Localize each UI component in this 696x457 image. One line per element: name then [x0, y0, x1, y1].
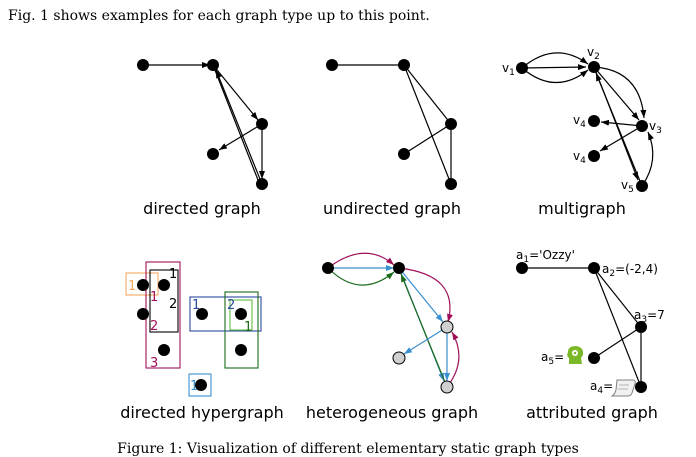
head-gear-icon	[567, 346, 584, 364]
node-label-v1: v1	[502, 61, 515, 78]
undirected-graph-label: undirected graph	[323, 199, 461, 218]
hyperedge-label-1-blue: 1	[192, 298, 200, 313]
hyperedge-label-3-red: 3	[150, 356, 158, 371]
undirected-graph-panel: undirected graph	[323, 59, 461, 218]
attribute-label-a3: a3=7	[634, 308, 665, 325]
node-label-v4b: v4	[573, 149, 586, 166]
figure-caption: Figure 1: Visualization of different ele…	[117, 441, 579, 457]
node-label-v4a: v4	[573, 113, 586, 130]
hyperedge-label-2-blue: 2	[227, 298, 235, 313]
scroll-icon	[610, 379, 636, 397]
attribute-label-a1: a1='Ozzy'	[516, 248, 575, 265]
hyperedge-label-2-red: 2	[150, 319, 158, 334]
directed-hypergraph-panel: 1 1 2 3 1 2 1 2 1 1 directed hypergraph	[120, 261, 284, 422]
hyperedge-label-1-black: 1	[169, 267, 177, 282]
hyperedge-label-1-red: 1	[150, 290, 158, 305]
multigraph-label: multigraph	[538, 199, 626, 218]
hyperedge-label-1-lightblue: 1	[190, 379, 198, 394]
node-label-v3: v3	[649, 119, 662, 136]
node-label-v2: v2	[587, 45, 600, 62]
directed-hypergraph-label: directed hypergraph	[120, 403, 284, 422]
attribute-label-a2: a2=(-2,4)	[602, 262, 658, 279]
directed-graph-panel: directed graph	[137, 59, 268, 218]
attributed-graph-panel: a1='Ozzy' a2=(-2,4) a3=7 a4= a5= attribu…	[516, 248, 665, 422]
attribute-label-a5: a5=	[541, 350, 564, 367]
node-label-v5: v5	[621, 178, 634, 195]
hyperedge-label-1-green: 1	[244, 320, 252, 335]
heterogeneous-graph-label: heterogeneous graph	[306, 403, 478, 422]
hyperedge-label-2-black: 2	[169, 297, 177, 312]
directed-graph-label: directed graph	[143, 199, 261, 218]
multigraph-panel: v1 v2 v3 v4 v4 v5 multigraph	[502, 45, 662, 218]
attribute-label-a4: a4=	[590, 379, 613, 396]
attributed-graph-label: attributed graph	[526, 403, 658, 422]
intro-text: Fig. 1 shows examples for each graph typ…	[8, 8, 430, 24]
hyperedge-label-1-orange: 1	[128, 279, 136, 294]
heterogeneous-graph-panel: heterogeneous graph	[306, 252, 478, 422]
